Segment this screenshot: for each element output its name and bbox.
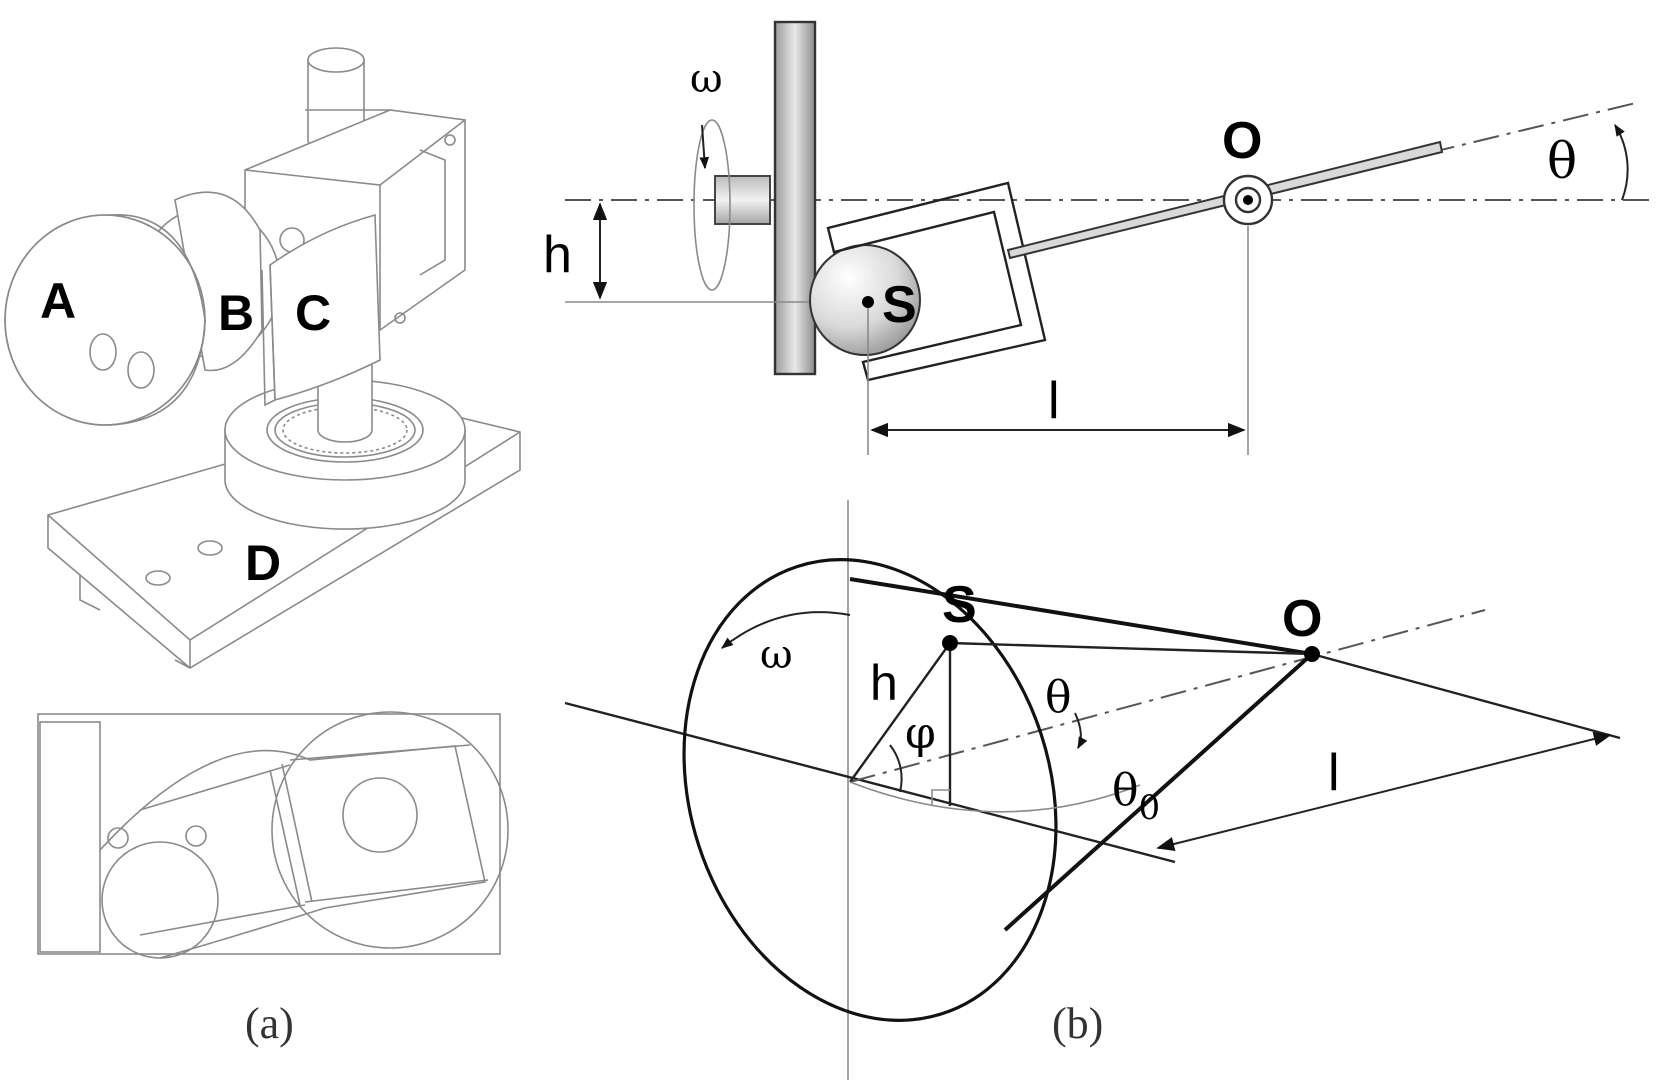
theta-label-bottom: θ bbox=[1045, 672, 1072, 723]
ball-cage bbox=[826, 181, 1047, 382]
theta0-arc bbox=[849, 781, 1141, 813]
projection-line bbox=[1311, 652, 1621, 740]
s-label-top: S bbox=[882, 276, 917, 334]
l-arrow-bottom bbox=[1156, 731, 1612, 852]
omega-arc-bottom bbox=[721, 611, 851, 649]
h-label-bottom: h bbox=[870, 655, 898, 711]
theta-arc-bottom bbox=[1074, 712, 1088, 750]
phi-arc bbox=[889, 744, 903, 793]
s-label-bottom: S bbox=[942, 576, 977, 634]
phi-label: φ bbox=[905, 708, 936, 759]
top-view-drawing bbox=[37, 711, 509, 959]
label-c: C bbox=[295, 285, 331, 341]
label-a: A bbox=[40, 273, 76, 329]
omega-label-top: ω bbox=[690, 56, 723, 102]
cone-base-ellipse bbox=[682, 558, 1058, 1022]
point-s bbox=[942, 635, 958, 651]
o-label-top: O bbox=[1222, 112, 1262, 170]
cone-top-edge bbox=[849, 577, 1313, 656]
caption-b: (b) bbox=[1052, 999, 1103, 1048]
disk-a-drawing bbox=[4, 191, 281, 426]
label-d: D bbox=[245, 535, 281, 591]
point-o bbox=[1304, 646, 1320, 662]
omega-label-bottom: ω bbox=[760, 632, 793, 678]
omega-rotation-arc bbox=[693, 119, 731, 291]
clamp-c-drawing bbox=[261, 213, 381, 407]
base-line bbox=[564, 701, 1176, 864]
contact-point-s bbox=[862, 296, 874, 308]
label-b: B bbox=[218, 285, 254, 341]
pivot-o-center bbox=[1243, 195, 1253, 205]
s-to-o-line bbox=[949, 641, 1313, 656]
rotating-plate bbox=[773, 20, 817, 376]
cone-axis-dash bbox=[849, 609, 1486, 783]
caption-a: (a) bbox=[245, 999, 294, 1048]
panel-a-apparatus: A B C D (a) bbox=[4, 47, 521, 1048]
l-label-bottom: l bbox=[1328, 744, 1340, 802]
motor-shaft bbox=[714, 175, 771, 225]
theta0-label: θ0 bbox=[1112, 765, 1160, 828]
panel-b-cone-view: ω S O h φ θ θ0 l (b) bbox=[564, 500, 1621, 1080]
l-label-top: l bbox=[1048, 372, 1060, 430]
radius-h-line bbox=[849, 642, 951, 783]
o-label-bottom: O bbox=[1282, 590, 1322, 648]
theta-arc bbox=[1614, 123, 1629, 201]
h-label-top: h bbox=[543, 226, 572, 284]
theta-label-top: θ bbox=[1547, 132, 1577, 190]
right-angle-mark bbox=[931, 789, 950, 806]
panel-b-side-view: θ ω h S O l bbox=[543, 20, 1652, 455]
omega-arrow bbox=[699, 124, 710, 170]
